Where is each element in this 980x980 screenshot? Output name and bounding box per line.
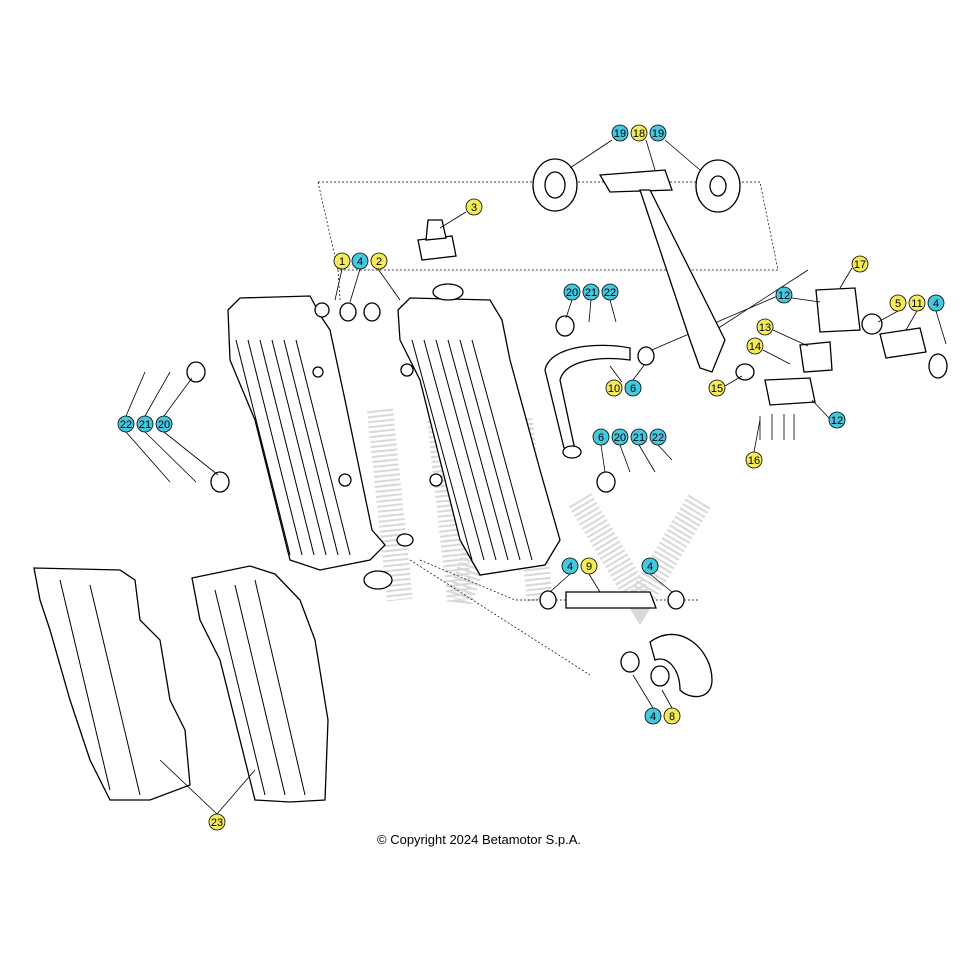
callout-10[interactable]: 10 xyxy=(605,379,623,397)
svg-text:13: 13 xyxy=(759,322,771,334)
svg-text:20: 20 xyxy=(566,287,578,299)
callout-2[interactable]: 2 xyxy=(370,252,388,270)
svg-text:5: 5 xyxy=(895,298,901,310)
callout-18[interactable]: 18 xyxy=(630,124,648,142)
svg-text:19: 19 xyxy=(652,128,664,140)
svg-text:16: 16 xyxy=(748,455,760,467)
callout-19-right[interactable]: 19 xyxy=(649,124,667,142)
svg-text:4: 4 xyxy=(933,298,939,310)
svg-text:15: 15 xyxy=(711,383,723,395)
svg-text:12: 12 xyxy=(831,415,843,427)
svg-text:1: 1 xyxy=(339,256,345,268)
svg-text:22: 22 xyxy=(652,432,664,444)
svg-text:3: 3 xyxy=(471,202,477,214)
svg-text:4: 4 xyxy=(357,256,363,268)
callout-4-bottom[interactable]: 4 xyxy=(644,707,662,725)
svg-text:6: 6 xyxy=(630,383,636,395)
left-radiator[interactable] xyxy=(227,295,393,590)
callout-22-left[interactable]: 22 xyxy=(117,415,135,433)
callout-22-middle[interactable]: 22 xyxy=(649,428,667,446)
svg-text:17: 17 xyxy=(854,259,866,271)
svg-text:4: 4 xyxy=(650,711,656,723)
left-radiator-shroud[interactable] xyxy=(33,567,191,801)
leader-lines xyxy=(125,139,947,815)
callout-4-top[interactable]: 4 xyxy=(351,252,369,270)
radiator-cap[interactable] xyxy=(417,219,464,301)
svg-text:20: 20 xyxy=(614,432,626,444)
callout-9[interactable]: 9 xyxy=(580,557,598,575)
callout-4-middle-right[interactable]: 4 xyxy=(641,557,659,575)
callout-20-left[interactable]: 20 xyxy=(155,415,173,433)
thermostat-assembly[interactable] xyxy=(735,287,948,440)
callout-11[interactable]: 11 xyxy=(908,294,926,312)
callout-21-middle[interactable]: 21 xyxy=(630,428,648,446)
svg-text:22: 22 xyxy=(120,419,132,431)
callout-12-bottom[interactable]: 12 xyxy=(828,411,846,429)
part-callouts: 19 18 19 3 1 4 2 17 20 21 22 12 5 11 4 1… xyxy=(117,124,945,831)
callout-1[interactable]: 1 xyxy=(333,252,351,270)
svg-text:4: 4 xyxy=(567,561,573,573)
svg-text:23: 23 xyxy=(211,817,223,829)
callout-5[interactable]: 5 xyxy=(889,294,907,312)
callout-20-top[interactable]: 20 xyxy=(563,283,581,301)
callout-13[interactable]: 13 xyxy=(756,318,774,336)
svg-text:4: 4 xyxy=(647,561,653,573)
callout-4-middle-left[interactable]: 4 xyxy=(561,557,579,575)
callout-8[interactable]: 8 xyxy=(663,707,681,725)
svg-text:20: 20 xyxy=(158,419,170,431)
svg-text:12: 12 xyxy=(778,290,790,302)
right-radiator[interactable] xyxy=(396,297,561,576)
svg-text:9: 9 xyxy=(586,561,592,573)
callout-17[interactable]: 17 xyxy=(851,255,869,273)
svg-text:19: 19 xyxy=(614,128,626,140)
callout-6-top[interactable]: 6 xyxy=(624,379,642,397)
svg-text:22: 22 xyxy=(604,287,616,299)
svg-text:14: 14 xyxy=(749,341,761,353)
svg-text:21: 21 xyxy=(585,287,597,299)
callout-12-top[interactable]: 12 xyxy=(775,286,793,304)
hoses-and-clamps[interactable] xyxy=(186,302,713,698)
bridge-hose[interactable] xyxy=(532,158,741,373)
callout-14[interactable]: 14 xyxy=(746,337,764,355)
svg-text:2: 2 xyxy=(376,256,382,268)
right-radiator-grille[interactable] xyxy=(191,565,329,803)
callout-15[interactable]: 15 xyxy=(708,379,726,397)
svg-text:21: 21 xyxy=(139,419,151,431)
copyright-notice: © Copyright 2024 Betamotor S.p.A. xyxy=(377,832,581,847)
svg-text:11: 11 xyxy=(911,298,922,310)
callout-6-middle[interactable]: 6 xyxy=(592,428,610,446)
callout-21-top[interactable]: 21 xyxy=(582,283,600,301)
callout-16[interactable]: 16 xyxy=(745,451,763,469)
svg-text:8: 8 xyxy=(669,711,675,723)
callout-22-top[interactable]: 22 xyxy=(601,283,619,301)
svg-text:21: 21 xyxy=(633,432,645,444)
callout-19-left[interactable]: 19 xyxy=(611,124,629,142)
callout-21-left[interactable]: 21 xyxy=(136,415,154,433)
svg-text:6: 6 xyxy=(598,432,604,444)
svg-text:18: 18 xyxy=(633,128,645,140)
callout-20-middle[interactable]: 20 xyxy=(611,428,629,446)
callout-23[interactable]: 23 xyxy=(208,813,226,831)
callout-4-right[interactable]: 4 xyxy=(927,294,945,312)
svg-text:10: 10 xyxy=(608,383,620,395)
callout-3[interactable]: 3 xyxy=(465,198,483,216)
